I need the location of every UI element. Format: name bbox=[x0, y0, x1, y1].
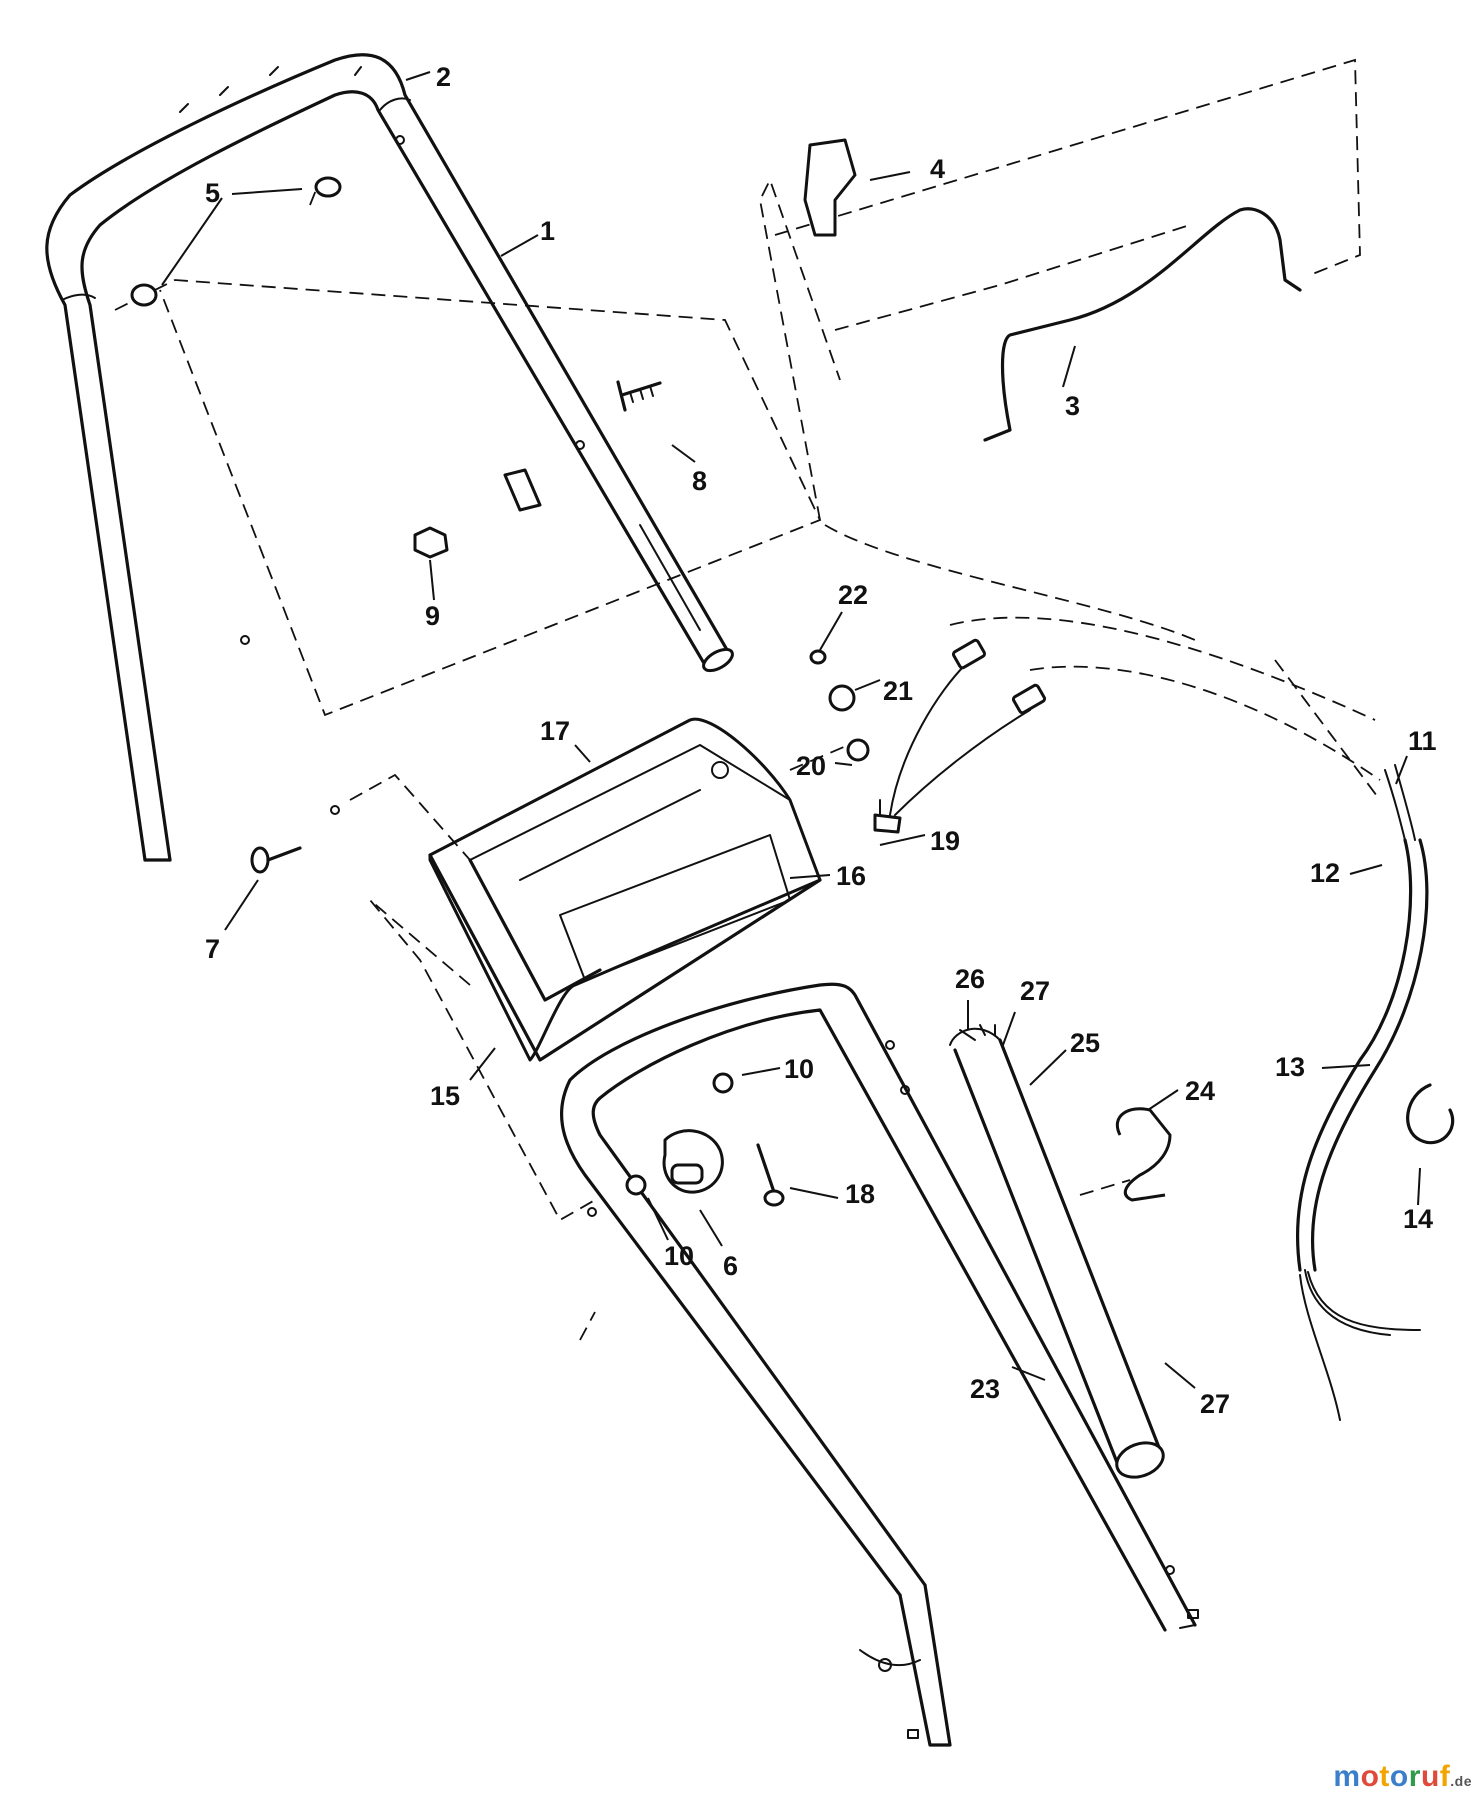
callout-4: 4 bbox=[930, 154, 945, 184]
tube-clip bbox=[1115, 1107, 1172, 1202]
callout-17: 17 bbox=[540, 716, 570, 746]
watermark-letter: r bbox=[1408, 1760, 1421, 1793]
wire-link bbox=[983, 207, 1302, 442]
battery-tube bbox=[949, 1024, 1165, 1479]
hose-clamp bbox=[1406, 1083, 1455, 1145]
callout-25: 25 bbox=[1070, 1028, 1100, 1058]
watermark-letter: f bbox=[1439, 1760, 1451, 1793]
watermark-letter: m bbox=[1333, 1760, 1361, 1793]
callout-13: 13 bbox=[1275, 1052, 1305, 1082]
callout-19: 19 bbox=[930, 826, 960, 856]
callout-8: 8 bbox=[692, 466, 707, 496]
callout-5: 5 bbox=[205, 178, 220, 208]
callout-22: 22 bbox=[838, 580, 868, 610]
callout-27-upper: 27 bbox=[1020, 976, 1050, 1006]
watermark-letter: o bbox=[1360, 1760, 1380, 1793]
control-box bbox=[428, 717, 822, 1062]
upper-handle bbox=[45, 53, 734, 862]
callout-20: 20 bbox=[796, 751, 826, 781]
assembly-lines bbox=[114, 58, 1381, 1341]
callout-1: 1 bbox=[540, 216, 555, 246]
clip bbox=[803, 138, 857, 237]
lower-handle bbox=[559, 982, 1199, 1747]
callout-6: 6 bbox=[723, 1251, 738, 1281]
callout-2: 2 bbox=[436, 62, 451, 92]
watermark-letter: t bbox=[1379, 1760, 1390, 1793]
callout-7: 7 bbox=[205, 934, 220, 964]
watermark-letter: o bbox=[1389, 1760, 1409, 1793]
callout-10-upper: 10 bbox=[784, 1054, 814, 1084]
watermark-letter: u bbox=[1420, 1760, 1440, 1793]
watermark-logo: motoruf.de bbox=[1333, 1760, 1472, 1794]
callout-15: 15 bbox=[430, 1081, 460, 1111]
callout-18: 18 bbox=[845, 1179, 875, 1209]
fasteners bbox=[130, 176, 1047, 1207]
callout-3: 3 bbox=[1065, 391, 1080, 421]
callout-9: 9 bbox=[425, 601, 440, 631]
callout-12: 12 bbox=[1310, 858, 1340, 888]
callout-27-lower: 27 bbox=[1200, 1389, 1230, 1419]
watermark-suffix: .de bbox=[1450, 1773, 1472, 1789]
callout-23: 23 bbox=[970, 1374, 1000, 1404]
callout-11: 11 bbox=[1408, 726, 1437, 756]
callout-16: 16 bbox=[836, 861, 866, 891]
callout-10-lower: 10 bbox=[664, 1241, 694, 1271]
callout-14: 14 bbox=[1403, 1204, 1433, 1234]
callout-26: 26 bbox=[955, 964, 985, 994]
callout-21: 21 bbox=[883, 676, 913, 706]
callouts: 2 1 3 4 5 6 7 8 9 10 10 11 12 13 14 15 1… bbox=[205, 62, 1437, 1419]
callout-24: 24 bbox=[1185, 1076, 1215, 1106]
wire-harness bbox=[1295, 764, 1429, 1421]
leader-lines bbox=[161, 71, 1421, 1389]
